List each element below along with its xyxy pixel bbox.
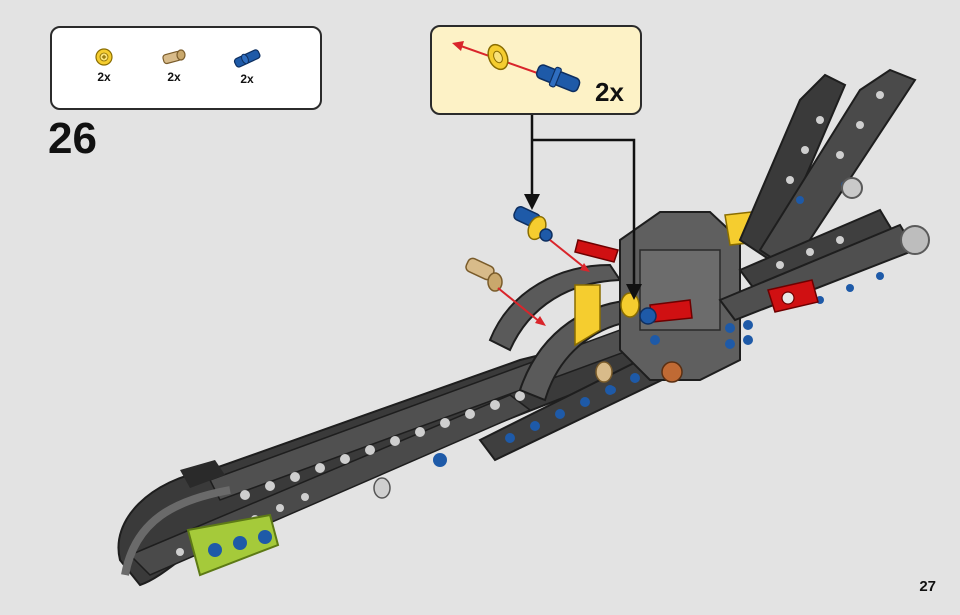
grey-pin	[373, 477, 391, 499]
callout-pointer-arrowheads	[524, 194, 642, 300]
red-arrowhead-icon	[452, 41, 464, 51]
floating-tan-pin	[465, 257, 503, 292]
blue-axle-pin-icon	[535, 64, 581, 93]
curved-arches	[488, 263, 647, 402]
part-quantity: 2x	[167, 70, 181, 84]
part-quantity: 2x	[97, 70, 111, 84]
housing-blue-pins	[433, 320, 753, 467]
tan-pin-inserted	[595, 361, 613, 383]
callout-pointers	[530, 112, 636, 285]
lime-connector	[186, 513, 280, 577]
parts-list-box: 2x 2x 2x	[50, 26, 322, 110]
red-parts	[574, 239, 819, 323]
blue-axle-pin-icon	[233, 49, 261, 68]
callout-illustration	[452, 41, 581, 93]
floating-blue-pin-with-bush	[513, 206, 553, 242]
yellow-bush-icon	[95, 48, 113, 66]
callout-quantity: 2x	[595, 77, 624, 107]
part-quantity: 2x	[240, 72, 254, 86]
parts-list-item: 2x	[149, 46, 199, 84]
insertion-arrows	[497, 239, 586, 323]
insertion-arrowheads	[535, 263, 590, 326]
sub-assembly-callout: 2x	[430, 25, 642, 115]
parts-list-item: 2x	[79, 46, 129, 84]
page-number: 27	[919, 578, 936, 595]
step-number: 26	[48, 114, 97, 163]
upper-v-beams	[718, 68, 930, 322]
parts-list-item: 2x	[222, 46, 272, 86]
tan-axle-pin-icon	[162, 49, 186, 65]
